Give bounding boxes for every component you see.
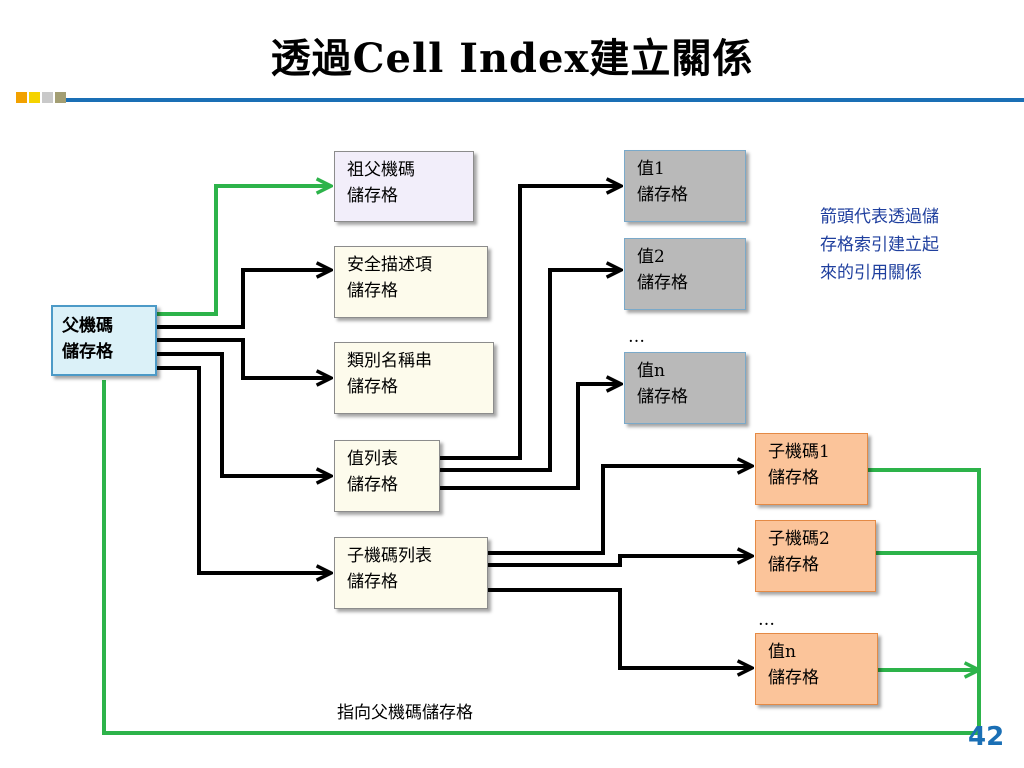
arrow-subkeylist-to-subkeyn — [488, 588, 752, 668]
values-ellipsis: … — [628, 327, 645, 347]
back-to-parent-label: 指向父機碼儲存格 — [337, 703, 473, 723]
arrow-parent-to-classname — [157, 338, 331, 378]
arrow-subkeys-back-to-parent — [102, 380, 979, 735]
page-number: 42 — [968, 722, 1005, 752]
arrow-parent-to-security — [157, 270, 331, 329]
value2-cell: 值2 儲存格 — [624, 238, 746, 310]
grandparent-key-cell: 祖父機碼 儲存格 — [334, 151, 474, 222]
arrow-valuelist-to-valuen — [440, 384, 621, 490]
arrow-parent-to-valuelist — [157, 352, 331, 476]
subkeys-ellipsis: … — [758, 610, 775, 630]
subkey-list-cell: 子機碼列表 儲存格 — [334, 537, 488, 609]
class-name-cell: 類別名稱串 儲存格 — [334, 342, 494, 414]
subkey2-cell: 子機碼2 儲存格 — [755, 520, 876, 592]
security-descriptor-cell: 安全描述項 儲存格 — [334, 246, 488, 318]
arrow-parent-to-subkeylist — [157, 366, 331, 573]
arrow-subkeylist-to-subkey2 — [488, 556, 752, 567]
parent-key-cell: 父機碼 儲存格 — [51, 305, 157, 376]
value1-cell: 值1 儲存格 — [624, 150, 746, 222]
arrow-parent-to-grandparent — [157, 186, 331, 316]
title-underline — [64, 98, 1024, 102]
slide-title: 透過Cell Index建立關係 — [270, 35, 754, 82]
legend-note: 箭頭代表透過儲 存格索引建立起 來的引用關係 — [820, 207, 939, 283]
value-list-cell: 值列表 儲存格 — [334, 440, 440, 512]
arrow-subkeylist-to-subkey1 — [488, 466, 752, 555]
decor-square-gray — [42, 92, 53, 103]
subkey1-cell: 子機碼1 儲存格 — [755, 433, 868, 505]
decor-square-olive — [55, 92, 66, 103]
valuen-cell: 值n 儲存格 — [624, 352, 746, 424]
decor-square-yellow — [29, 92, 40, 103]
subkeyn-cell: 值n 儲存格 — [755, 633, 878, 705]
arrow-valuelist-to-value1 — [440, 186, 621, 460]
arrow-valuelist-to-value2 — [440, 270, 621, 472]
decor-square-orange — [16, 92, 27, 103]
